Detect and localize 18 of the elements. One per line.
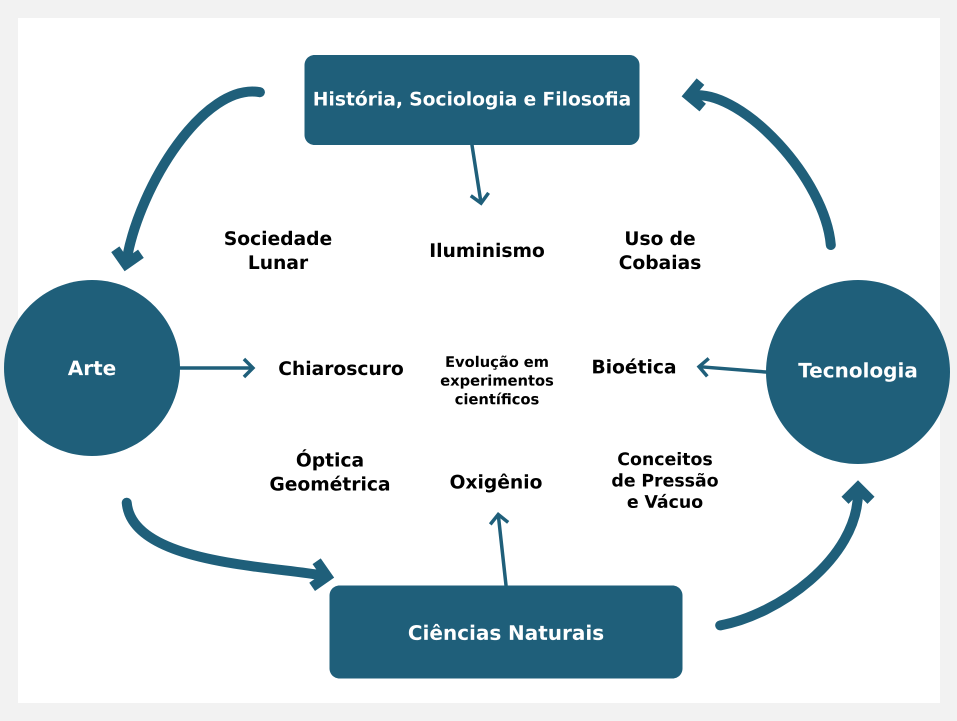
arrow <box>470 144 490 206</box>
topic-label: Óptica Geométrica <box>270 449 390 491</box>
title-box: História, Sociologia e Filosofia <box>304 55 640 145</box>
arrow <box>178 358 256 378</box>
arrow <box>488 512 510 587</box>
topic-label: Chiaroscuro <box>279 360 403 376</box>
topic-label: Conceitos de Pressão e Vácuo <box>612 452 718 508</box>
topic-label: Evolução em experimentos científicos <box>440 356 554 404</box>
topic-label: Oxigênio <box>450 474 542 492</box>
topic-label: Bioética <box>593 358 676 374</box>
arrow <box>682 78 836 250</box>
arrow <box>696 357 768 378</box>
topic-label: Uso de Cobaias <box>620 230 700 270</box>
arrow <box>111 87 265 272</box>
arrow <box>715 480 875 630</box>
topic-label: Iluminismo <box>430 242 544 258</box>
topic-label: Sociedade Lunar <box>225 230 332 270</box>
title-box: Ciências Naturais <box>330 586 682 678</box>
